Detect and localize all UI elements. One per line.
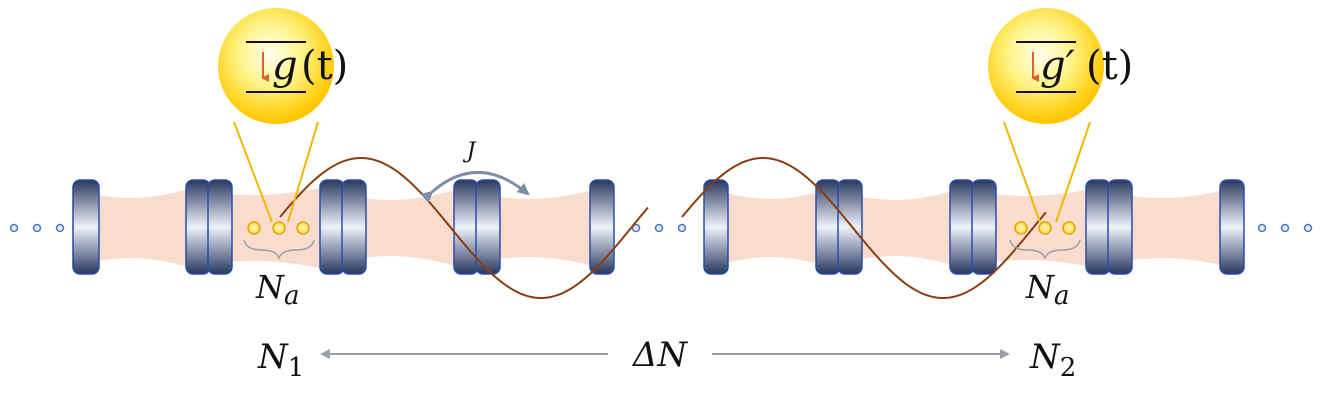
photon-wave-right <box>681 157 1047 299</box>
mirror <box>185 179 211 275</box>
left-qubit-label-arg: (t) <box>301 43 348 89</box>
mirror <box>815 179 841 275</box>
ellipsis-dot <box>677 223 687 233</box>
ellipsis-dot <box>32 223 42 233</box>
atom-count-left: Na <box>255 268 300 311</box>
ellipsis-dot <box>9 223 19 233</box>
atom <box>272 221 286 235</box>
mirror <box>949 179 975 275</box>
ellipsis-dot <box>55 223 65 233</box>
mirror <box>837 179 863 275</box>
mirror <box>1219 179 1245 275</box>
distance-right-label: N2 <box>1029 337 1076 383</box>
callout-line <box>287 121 319 223</box>
mirror <box>703 179 729 275</box>
mirror <box>341 179 367 275</box>
right-qubit-label-main: g′ <box>1040 43 1075 89</box>
distance-left-sub: 1 <box>288 353 305 383</box>
distance-right-sub: 2 <box>1060 353 1077 383</box>
atom <box>1014 221 1028 235</box>
right-qubit-label-arg: (t) <box>1086 43 1133 89</box>
brace-left <box>243 239 315 261</box>
ellipsis-dots <box>9 223 1313 233</box>
left-qubit-label-main: g <box>272 43 298 89</box>
callout-line <box>1003 121 1041 223</box>
brace-right <box>1009 239 1081 261</box>
atom-count-right: Na <box>1025 268 1070 311</box>
atom <box>1062 221 1076 235</box>
ellipsis-dot <box>1257 223 1267 233</box>
mirror <box>475 179 501 275</box>
ellipsis-dot <box>1280 223 1290 233</box>
mirror-set <box>72 179 1245 275</box>
atom <box>247 221 261 235</box>
callout-line <box>1055 121 1091 223</box>
qubit-circle <box>218 8 334 124</box>
ellipsis-dot <box>631 223 641 233</box>
atom-count-left-main: N <box>255 268 285 306</box>
atom-group-left <box>247 221 310 235</box>
distance-left-main: N <box>257 337 289 377</box>
atom-count-right-main: N <box>1025 268 1055 306</box>
mirror <box>453 179 479 275</box>
atom-count-right-sub: a <box>1054 281 1070 311</box>
right-qubit-bubble: g′ (t) <box>988 8 1133 124</box>
left-qubit-bubble: g (t) <box>218 8 348 124</box>
mirror <box>319 179 345 275</box>
mirror <box>72 179 100 275</box>
mirror <box>589 179 615 275</box>
atom <box>1038 221 1052 235</box>
distance-left-label: N1 <box>257 337 304 383</box>
atom <box>296 221 310 235</box>
ellipsis-dot <box>654 223 664 233</box>
mirror <box>971 179 997 275</box>
distance-center-label: ΔN <box>631 335 689 375</box>
qubit-circle <box>988 8 1104 124</box>
ellipsis-dot <box>1303 223 1313 233</box>
mirror <box>207 179 233 275</box>
callout-line <box>233 121 273 223</box>
mirror <box>1085 179 1111 275</box>
photon-wave-left <box>279 157 649 299</box>
coupling-arrow <box>420 171 530 204</box>
atom-count-left-sub: a <box>284 281 300 311</box>
atom-group-right <box>1014 221 1076 235</box>
mirror <box>1107 179 1133 275</box>
coupling-label: J <box>463 139 477 164</box>
distance-right-main: N <box>1029 337 1061 377</box>
